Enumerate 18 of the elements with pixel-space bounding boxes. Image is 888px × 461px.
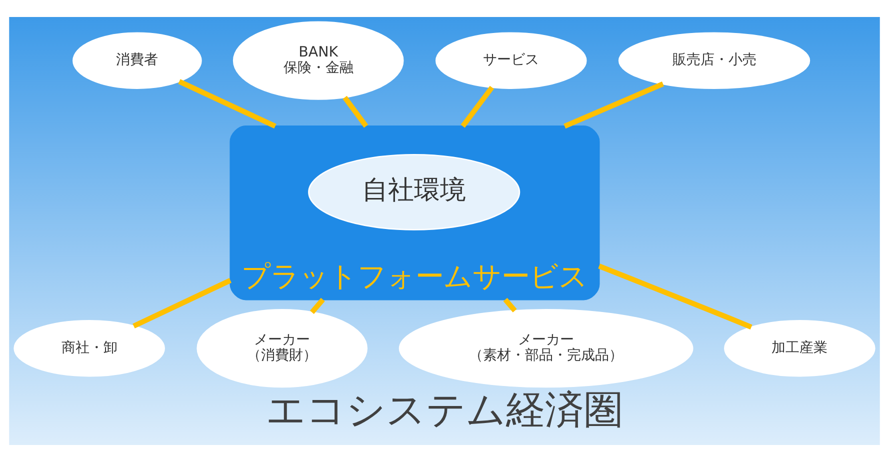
node-ellipse: 販売店・小売 [618,32,810,88]
connector [342,95,368,128]
connector [502,297,516,312]
connector [563,81,664,128]
node-ellipse: 加工産業 [724,319,875,376]
node-ellipse: メーカー （消費財） [196,308,368,388]
node-ellipse: メーカー （素材・部品・完成品） [398,308,693,388]
node-ellipse: 自社環境 [308,154,520,230]
node-ellipse: 商社・卸 [13,319,164,376]
node-ellipse: BANK 保険・金融 [232,20,404,100]
connector [132,278,231,328]
connector [178,78,276,128]
connector [309,297,324,314]
diagram-title: エコシステム経済圏 [265,388,622,433]
node-ellipse: サービス [434,32,586,88]
node-ellipse: 消費者 [72,32,202,88]
connector [598,263,752,329]
connector [460,85,494,128]
